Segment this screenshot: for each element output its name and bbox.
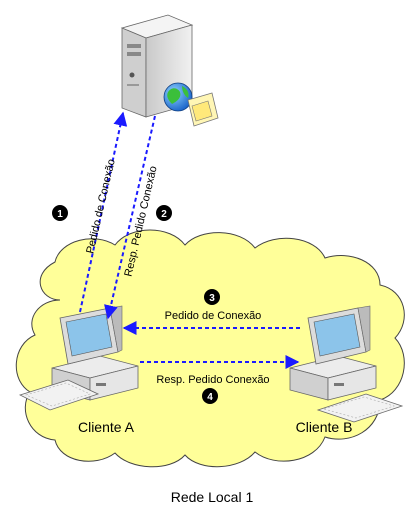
step-3-number: 3 [209, 293, 215, 304]
client-a-computer-icon [18, 305, 139, 411]
step-1-number: 1 [57, 209, 63, 220]
step-3-label: Pedido de Conexão [165, 310, 262, 322]
globe-icon [163, 82, 193, 112]
folder-icon [187, 92, 219, 127]
step-4-label: Resp. Pedido Conexão [156, 374, 269, 386]
arrow-step-1 [79, 111, 128, 313]
step-2-number: 2 [161, 209, 167, 220]
client-b-label: Cliente B [296, 419, 353, 435]
network-label: Rede Local 1 [171, 489, 254, 505]
client-b-computer-icon [289, 305, 404, 423]
step-2-badge: 2 [156, 205, 172, 221]
step-4-number: 4 [207, 392, 213, 403]
step-4-badge: 4 [202, 388, 218, 404]
step-3-badge: 3 [204, 289, 220, 305]
step-1-badge: 1 [52, 205, 68, 221]
client-a-label: Cliente A [78, 419, 135, 435]
